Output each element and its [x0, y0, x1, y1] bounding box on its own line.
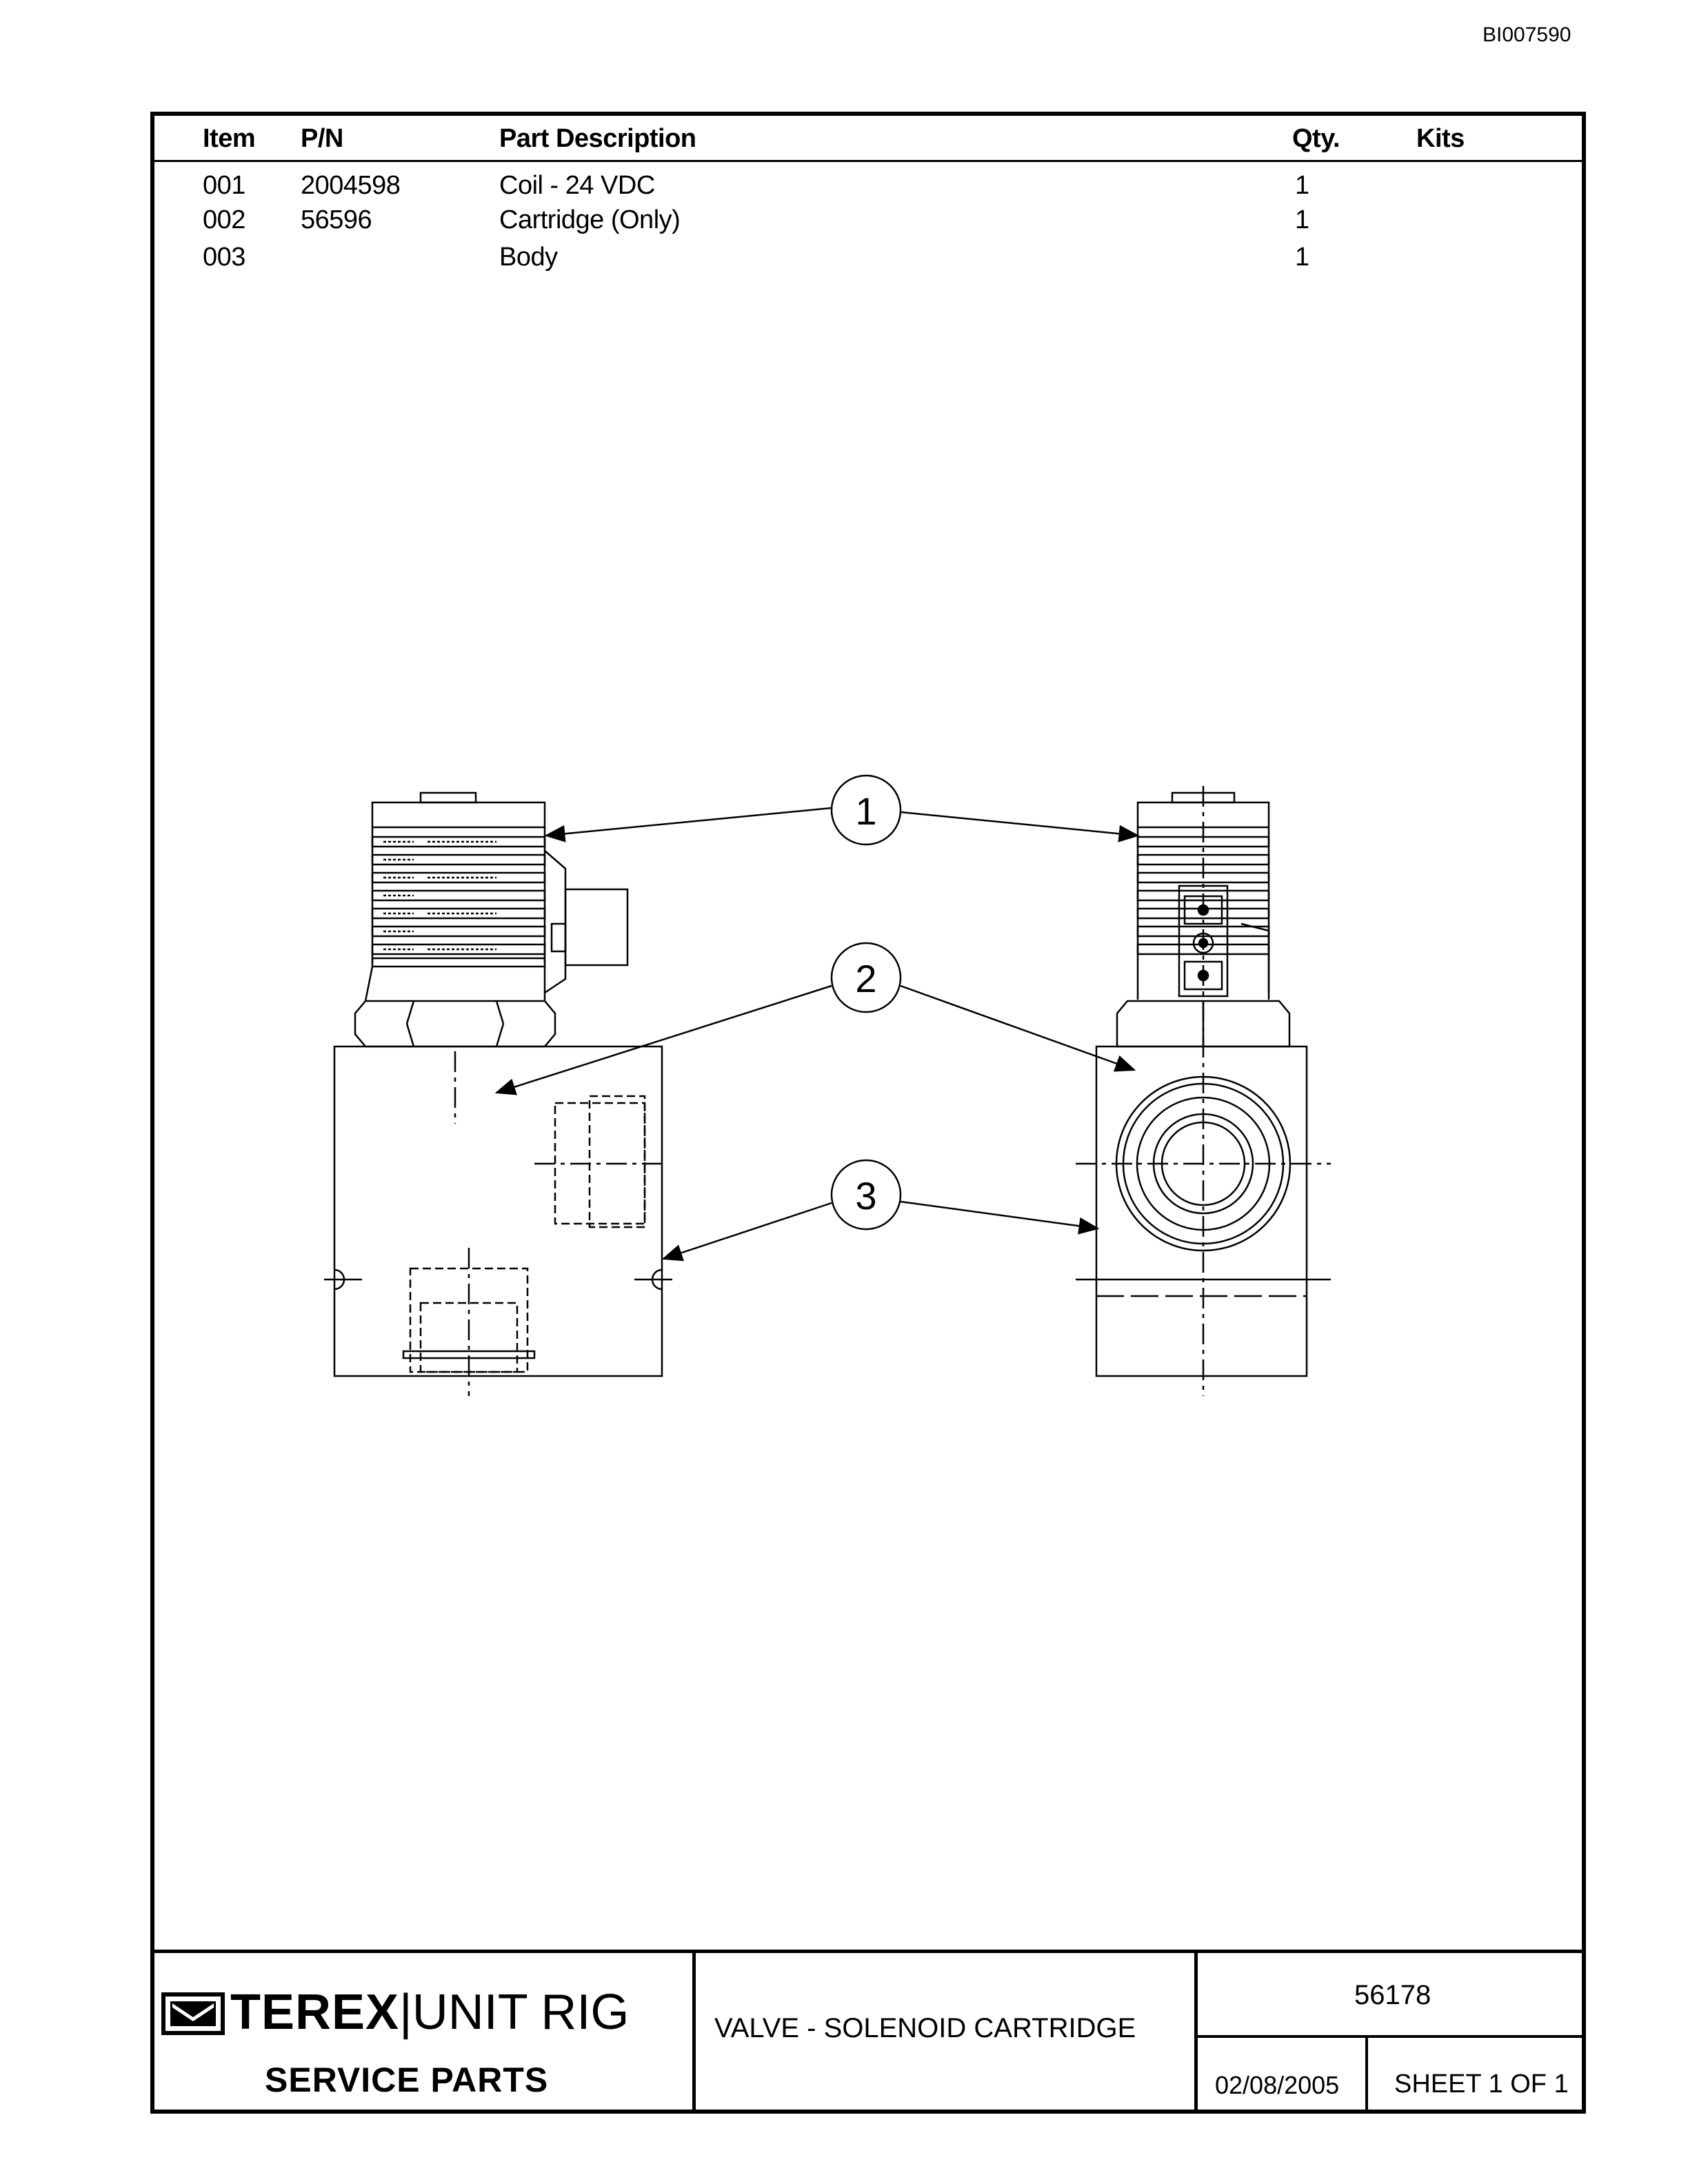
row-2-item: 002	[203, 205, 245, 234]
side-view	[324, 791, 672, 1396]
header-qty: Qty.	[1292, 124, 1340, 153]
drawing-frame: Item P/N Part Description Qty. Kits 001 …	[150, 112, 1586, 2114]
header-description: Part Description	[499, 124, 696, 153]
row-3-description: Body	[499, 243, 558, 272]
part-number: 56178	[1354, 1980, 1431, 2010]
title-block-divider-3	[1194, 2035, 1582, 2038]
header-pn: P/N	[301, 124, 343, 153]
callout-1-label: 1	[855, 789, 876, 833]
header-divider	[154, 160, 1582, 162]
row-2-description: Cartridge (Only)	[499, 205, 681, 234]
callout-2-label: 2	[855, 957, 876, 1000]
drawing-date: 02/08/2005	[1215, 2071, 1340, 2099]
callout-3-label: 3	[855, 1174, 876, 1217]
row-2-qty: 1	[1295, 205, 1309, 234]
title-block-divider-1	[692, 1950, 696, 2110]
front-view	[1076, 786, 1331, 1396]
brand-suffix: UNIT RIG	[412, 1985, 630, 2040]
title-block-divider-2	[1194, 1950, 1198, 2110]
drawing-title: VALVE - SOLENOID CARTRIDGE	[714, 2013, 1136, 2043]
title-block-divider-4	[1365, 2035, 1368, 2110]
terex-logo-icon	[161, 1992, 225, 2035]
header-kits: Kits	[1416, 124, 1465, 153]
row-3-item: 003	[203, 243, 245, 272]
header-item: Item	[203, 124, 256, 153]
sheet-number: SHEET 1 OF 1	[1394, 2070, 1569, 2099]
brand-separator: |	[399, 1985, 412, 2040]
service-parts-label: SERVICE PARTS	[265, 2061, 549, 2099]
row-1-item: 001	[203, 171, 245, 200]
row-1-pn: 2004598	[301, 171, 401, 200]
callout-2	[494, 942, 1136, 1095]
row-1-description: Coil - 24 VDC	[499, 171, 655, 200]
callout-1	[544, 774, 1140, 846]
brand-logo: TEREX|UNIT RIG	[230, 1984, 629, 2041]
row-1-qty: 1	[1295, 171, 1309, 200]
row-3-qty: 1	[1295, 243, 1309, 272]
coil-fins	[371, 836, 546, 956]
title-block-top-border	[154, 1950, 1582, 1953]
document-id: BI007590	[1483, 23, 1571, 46]
row-2-pn: 56596	[301, 205, 372, 234]
brand-name: TEREX	[230, 1985, 400, 2040]
callout-3	[661, 1159, 1100, 1262]
